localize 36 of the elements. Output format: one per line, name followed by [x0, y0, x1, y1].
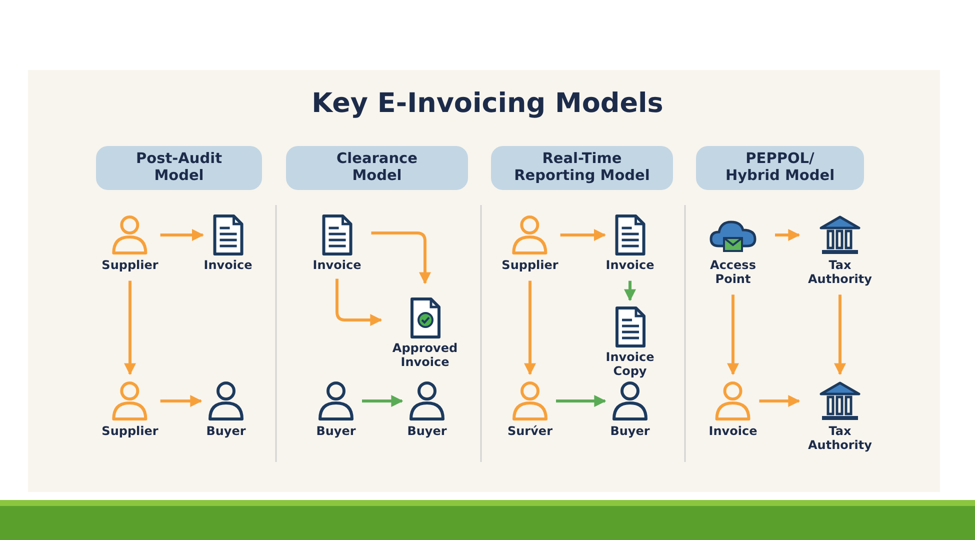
arrow: [160, 229, 204, 241]
model-header: Post-Audit Model: [96, 146, 262, 190]
node-label: Surv́er: [508, 425, 552, 439]
model-header: Real-Time Reporting Model: [491, 146, 673, 190]
node-label: Invoice: [606, 259, 654, 273]
node-label: Buyer: [206, 425, 246, 439]
arrow: [727, 294, 739, 376]
node-label: Access Point: [709, 259, 757, 287]
node-label: Approved Invoice: [391, 342, 459, 370]
arrow: [124, 280, 136, 376]
arrow: [362, 395, 404, 407]
arrow: [556, 395, 606, 407]
node-label: Invoice Copy: [604, 351, 656, 379]
arrow: [759, 395, 800, 407]
arrow: [775, 229, 800, 241]
node-label: Invoice: [708, 425, 758, 439]
arrow: [560, 229, 606, 241]
node-label: Buyer: [316, 425, 356, 439]
model-header: Clearance Model: [286, 146, 468, 190]
node-label: Invoice: [204, 259, 252, 273]
node-label: Buyer: [610, 425, 650, 439]
node-label: Buyer: [407, 425, 447, 439]
node-label: Invoice: [312, 259, 362, 273]
arrow: [624, 280, 636, 302]
arrow: [160, 395, 202, 407]
node-label: Supplier: [102, 425, 158, 439]
arrow: [524, 280, 536, 376]
arrow: [371, 232, 431, 284]
node-label: Supplier: [502, 259, 558, 273]
node-label: Tax Authority: [807, 425, 873, 453]
model-header: PEPPOL/ Hybrid Model: [696, 146, 864, 190]
node-label: Supplier: [102, 259, 158, 273]
arrow: [336, 278, 382, 326]
diagram-title: Key E-Invoicing Models: [310, 88, 664, 119]
arrow: [834, 294, 846, 376]
node-label: Tax Authority: [807, 259, 873, 287]
